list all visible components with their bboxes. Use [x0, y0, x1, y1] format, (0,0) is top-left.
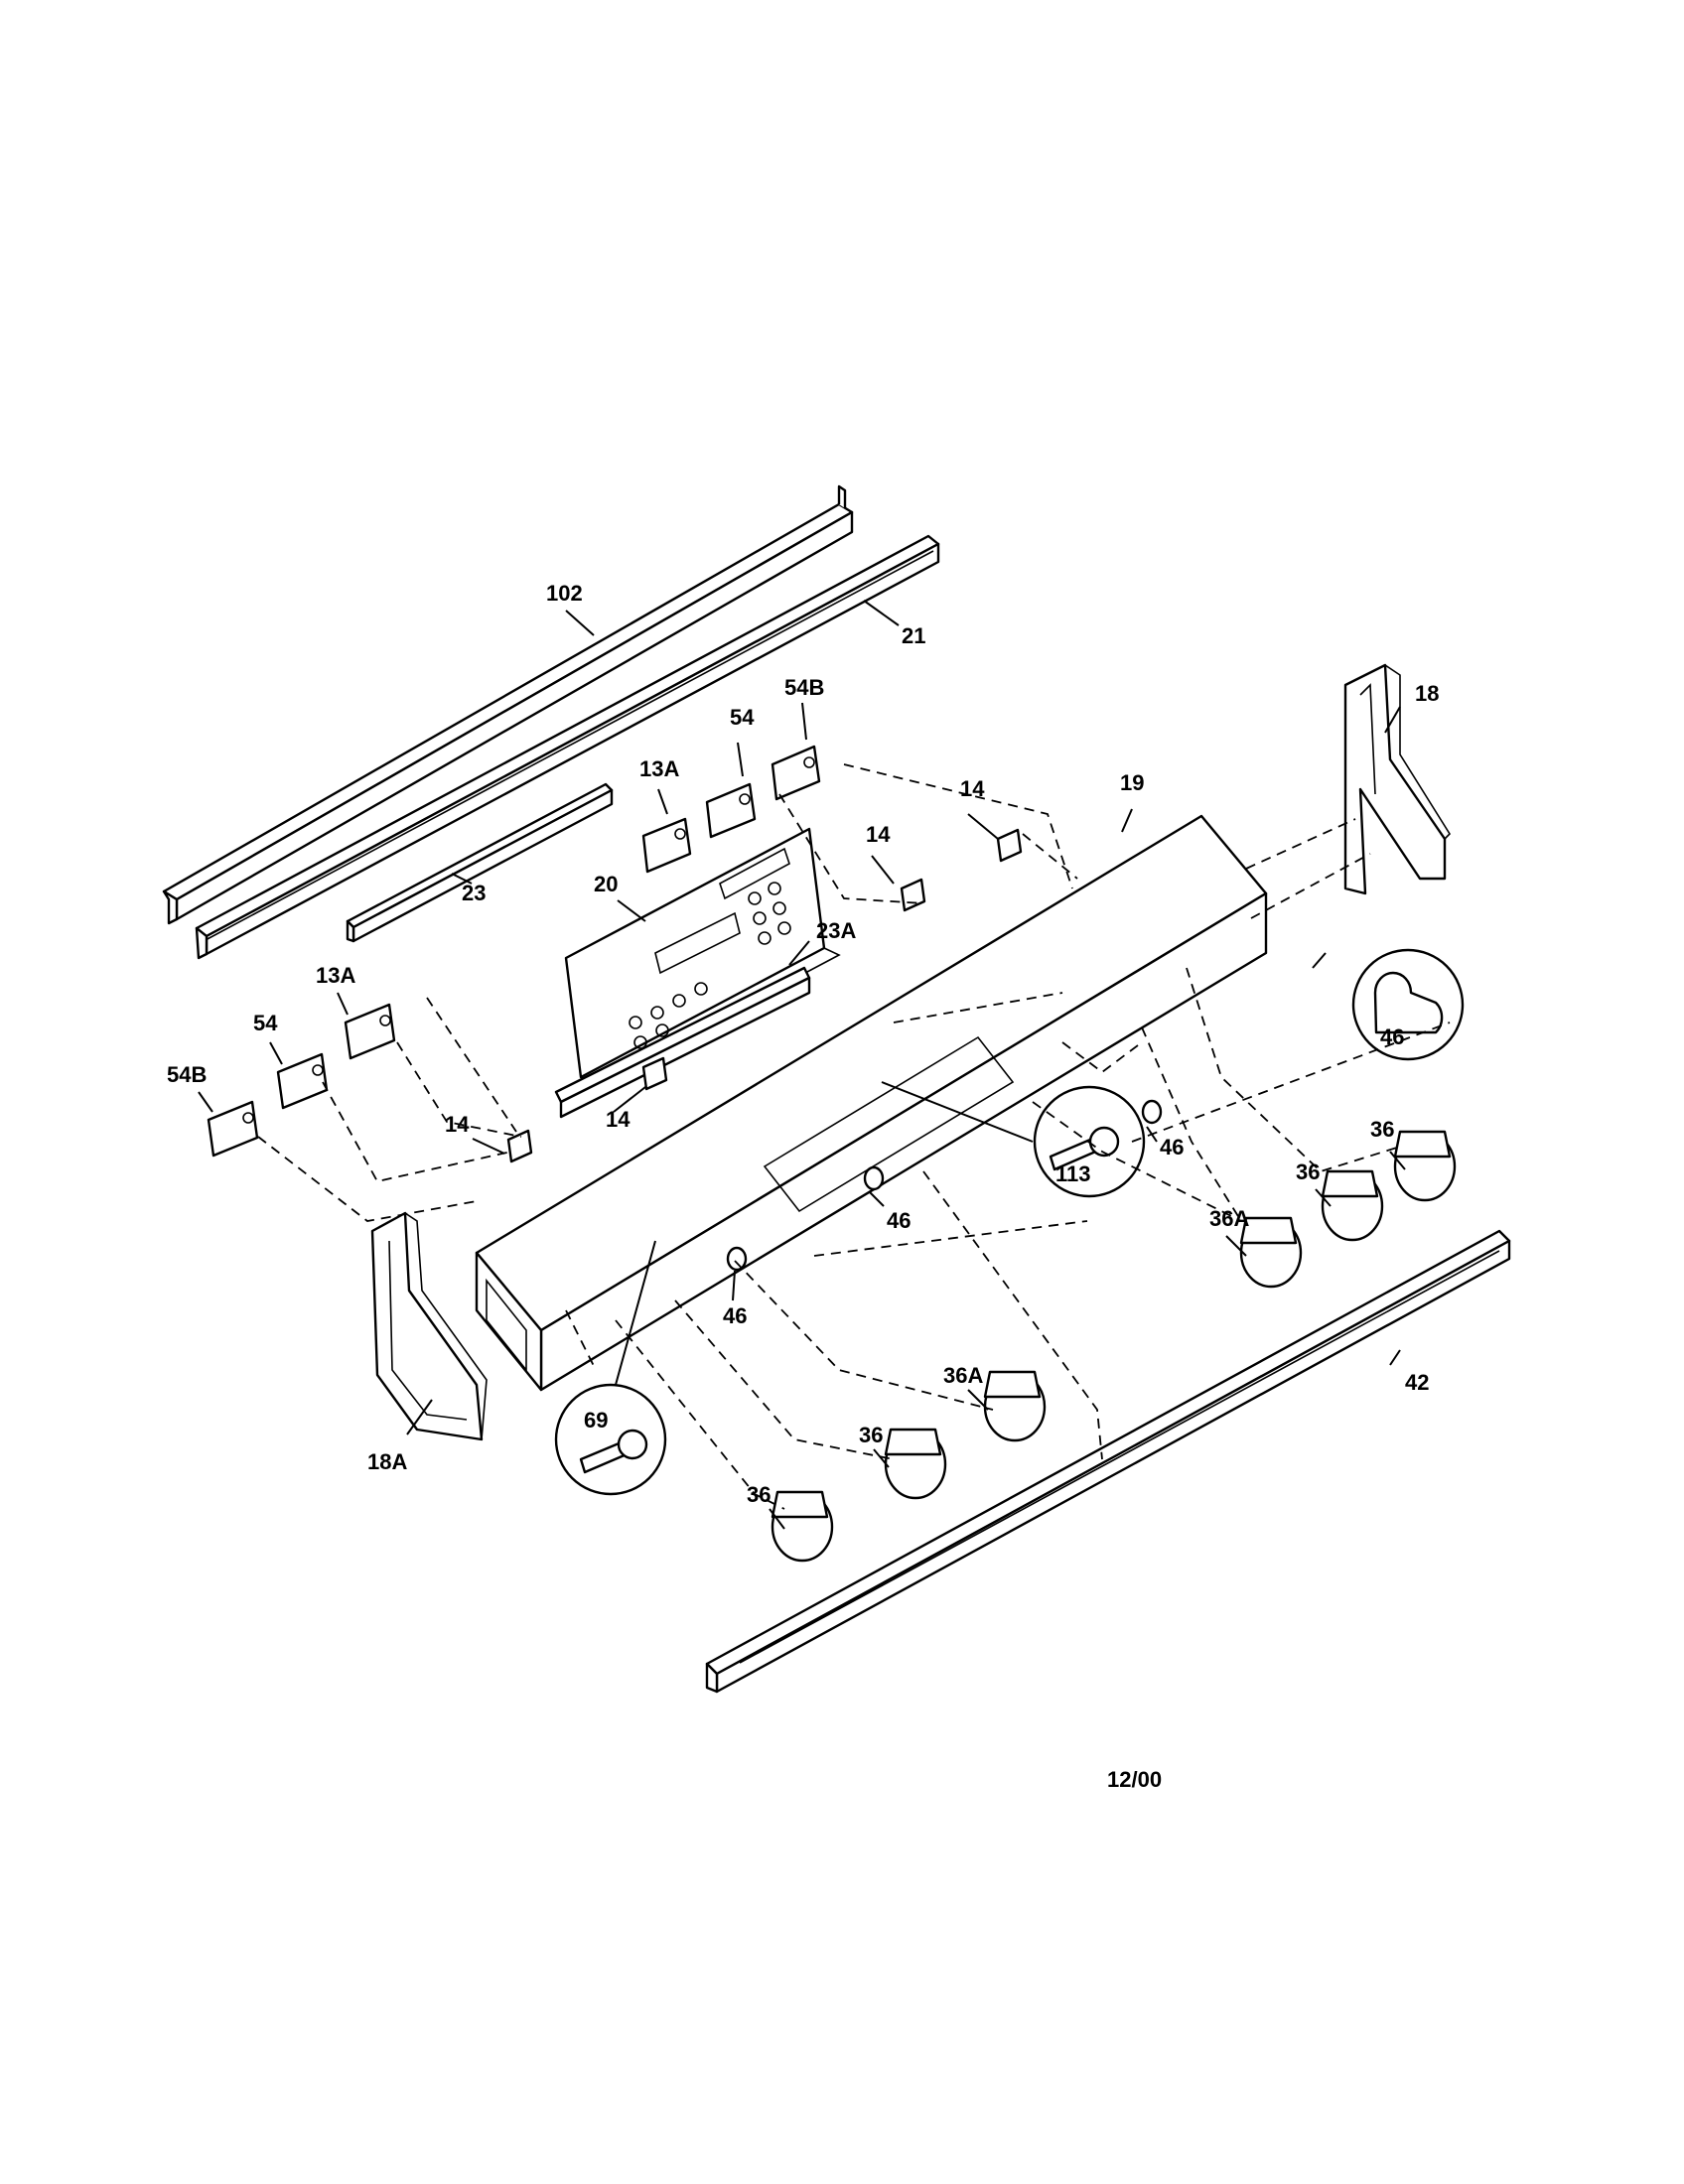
- spacer-46-a: [1141, 1099, 1163, 1125]
- spacer-46-c: [726, 1246, 748, 1272]
- callout-23: 23: [462, 881, 486, 905]
- callout-36-c: 36: [859, 1423, 883, 1447]
- knob-36-c: [884, 1428, 947, 1500]
- callout-labels: 102 21 23 13A 54 54B 14 14 19 18 20 23A …: [167, 581, 1439, 1792]
- callout-23a: 23A: [816, 918, 856, 943]
- callout-69: 69: [584, 1408, 608, 1433]
- part-23a-bracket: [554, 966, 811, 1119]
- knob-36a-a: [1239, 1216, 1303, 1289]
- part-23-bracket: [346, 782, 614, 943]
- callout-54b-top: 54B: [784, 675, 824, 700]
- detail-69-circle: [554, 1383, 667, 1496]
- switch-54-left: [276, 1052, 329, 1110]
- callout-46-d: 46: [723, 1303, 747, 1328]
- knob-36a-b: [983, 1370, 1047, 1442]
- callout-14-b: 14: [866, 822, 891, 847]
- date-code: 12/00: [1107, 1767, 1162, 1792]
- callout-18: 18: [1415, 681, 1439, 706]
- part-42-trim: [705, 1229, 1511, 1694]
- callout-13a-left: 13A: [316, 963, 355, 988]
- callout-46-a: 46: [1380, 1024, 1404, 1049]
- callout-102: 102: [546, 581, 583, 606]
- part-18-endcap: [1343, 663, 1452, 895]
- assembly-dashed-lines: [257, 763, 1451, 1510]
- leader-lines: [198, 600, 1406, 1530]
- callout-46-c: 46: [887, 1208, 911, 1233]
- part-102-rail: [162, 484, 854, 925]
- knob-36-a: [1393, 1130, 1457, 1202]
- callout-54-top: 54: [730, 705, 755, 730]
- callout-54b-left: 54B: [167, 1062, 207, 1087]
- knob-36-b: [1321, 1169, 1384, 1242]
- clip-14-c: [641, 1056, 668, 1091]
- callout-18a: 18A: [367, 1449, 407, 1474]
- callout-113: 113: [1055, 1161, 1091, 1186]
- callout-21: 21: [902, 623, 925, 648]
- callout-36-d: 36: [747, 1482, 771, 1507]
- callout-36a-a: 36A: [1209, 1206, 1249, 1231]
- part-21-trim: [195, 534, 940, 960]
- clip-14-b: [900, 878, 926, 912]
- switch-54b-top: [771, 745, 821, 801]
- callout-14-c: 14: [445, 1112, 470, 1137]
- switch-54-top: [705, 782, 757, 839]
- callout-36-a: 36: [1370, 1117, 1394, 1142]
- switch-13a-left: [344, 1003, 396, 1060]
- callout-36-b: 36: [1296, 1160, 1320, 1184]
- spacer-46-b: [863, 1165, 885, 1191]
- callout-46-b: 46: [1160, 1135, 1184, 1160]
- callout-14-d: 14: [606, 1107, 631, 1132]
- part-18a-endcap: [370, 1211, 488, 1441]
- clip-14-a: [996, 828, 1023, 863]
- callout-42: 42: [1405, 1370, 1429, 1395]
- callout-20: 20: [594, 872, 618, 896]
- knob-36-d: [771, 1490, 834, 1563]
- part-19-backguard: [475, 814, 1268, 1392]
- callout-14-a: 14: [960, 776, 985, 801]
- switch-13a-top: [641, 817, 692, 874]
- callout-19: 19: [1120, 770, 1144, 795]
- callout-36a-b: 36A: [943, 1363, 983, 1388]
- switch-54b-left: [207, 1100, 259, 1158]
- callout-13a-top: 13A: [639, 756, 679, 781]
- clip-14-d: [506, 1129, 533, 1163]
- detail-46-circle: [1351, 948, 1465, 1061]
- callout-54-left: 54: [253, 1011, 278, 1035]
